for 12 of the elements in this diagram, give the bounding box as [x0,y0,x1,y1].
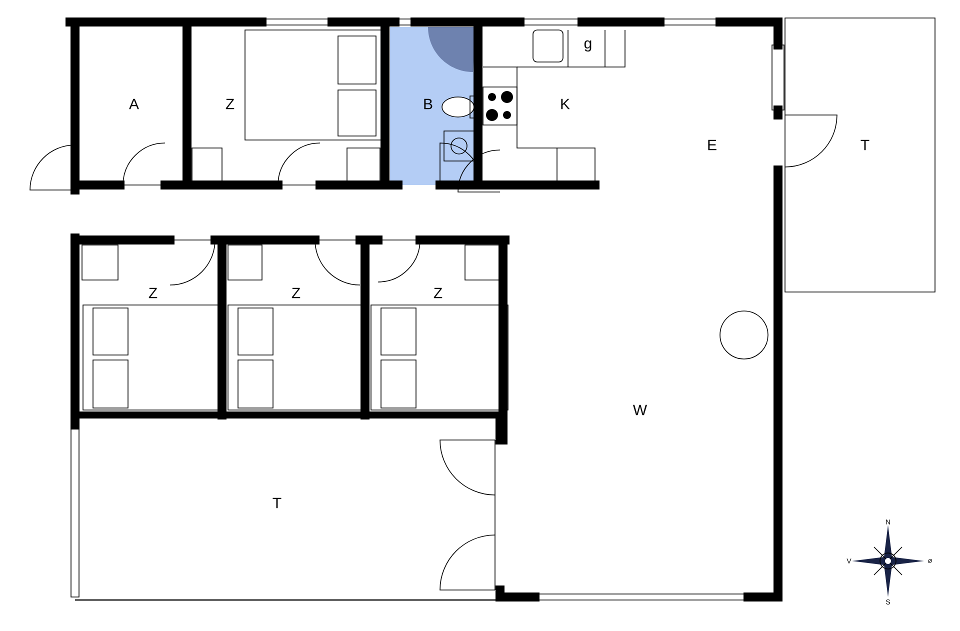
room-label: T [272,498,282,508]
room-label: Z [148,288,158,298]
room-label: A [129,98,139,110]
room-label: Z [434,288,442,298]
room-label: T [860,140,870,150]
room-label: B [424,98,432,110]
room-label: W [633,404,648,416]
room-label: E [708,140,716,150]
room-label: Z [226,98,234,110]
room-label: K [561,98,570,110]
room-label: g [584,40,592,52]
room-label: Z [292,288,300,298]
